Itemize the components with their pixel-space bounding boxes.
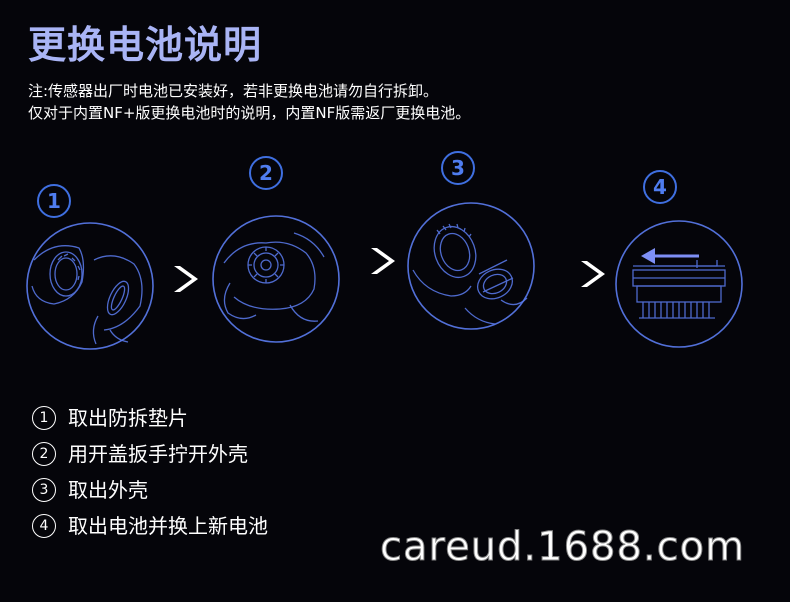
step-text: 取出外壳 <box>68 478 148 502</box>
page-title: 更换电池说明 <box>28 23 263 67</box>
notes: 注:传感器出厂时电池已安装好，若非更换电池请勿自行拆卸。 仅对于内置NF+版更换… <box>28 80 470 124</box>
list-item: 4 取出电池并换上新电池 <box>32 508 268 544</box>
illustration-marker-3: 3 <box>441 151 475 185</box>
note-line: 仅对于内置NF+版更换电池时的说明，内置NF版需返厂更换电池。 <box>28 104 471 122</box>
chevron-right-icon <box>581 261 605 287</box>
note-line: 注:传感器出厂时电池已安装好，若非更换电池请勿自行拆卸。 <box>28 82 439 100</box>
step-marker: 2 <box>32 442 56 466</box>
step-3-illustration <box>407 202 535 330</box>
illustration-marker-1: 1 <box>37 184 71 218</box>
illustration-marker-2: 2 <box>249 156 283 190</box>
chevron-right-icon <box>174 266 198 292</box>
step-4-illustration <box>615 220 743 348</box>
step-2-illustration <box>212 215 340 343</box>
chevron-right-icon <box>371 248 395 274</box>
step-1-illustration <box>26 222 154 350</box>
step-text: 取出防拆垫片 <box>68 406 188 430</box>
list-item: 1 取出防拆垫片 <box>32 400 268 436</box>
watermark: careud.1688.com <box>379 524 746 571</box>
illustration-marker-4: 4 <box>643 170 677 204</box>
step-text: 用开盖扳手拧开外壳 <box>68 442 248 466</box>
step-marker: 3 <box>32 478 56 502</box>
list-item: 3 取出外壳 <box>32 472 268 508</box>
step-list: 1 取出防拆垫片 2 用开盖扳手拧开外壳 3 取出外壳 4 取出电池并换上新电池 <box>32 400 268 544</box>
step-text: 取出电池并换上新电池 <box>68 514 268 538</box>
step-marker: 4 <box>32 514 56 538</box>
step-marker: 1 <box>32 406 56 430</box>
list-item: 2 用开盖扳手拧开外壳 <box>32 436 268 472</box>
